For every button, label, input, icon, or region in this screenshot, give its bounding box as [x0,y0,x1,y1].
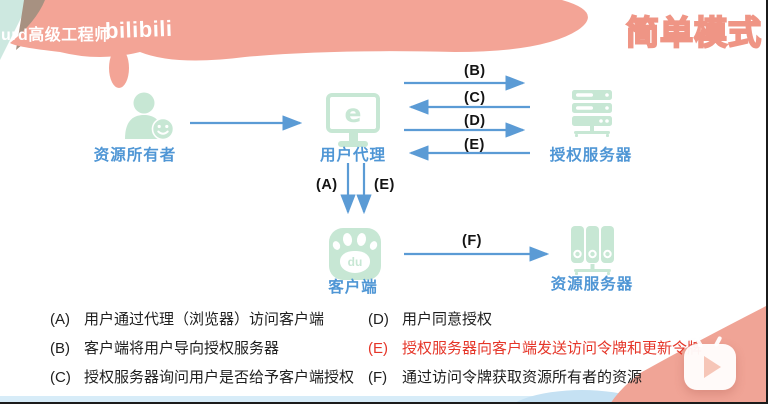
label-user-agent: 用户代理 [319,147,386,164]
label-resource-owner: 资源所有者 [93,147,177,164]
tv-antenna-right [713,335,723,348]
label-client: 客户端 [328,279,378,296]
flow-label-b: (B) [464,63,486,79]
client-paw-icon: du [329,228,381,280]
label-resource-server: 资源服务器 [550,276,634,293]
step-f: (F) 通过访问令牌获取资源所有者的资源 [368,370,702,386]
browser-e-letter: e [344,98,362,128]
step-a-text: 用户通过代理（浏览器）访问客户端 [84,311,325,328]
step-e-tag: (E) [368,340,388,357]
flow-label-a: (A) [316,177,338,193]
flow-label-e2: (E) [374,177,395,193]
monitor-base [338,141,368,147]
flow-label-e: (E) [464,137,485,153]
resource-server-icon [571,226,614,275]
steps-right-column: (D) 用户同意授权 (E) 授权服务器向客户端发送访问令牌和更新令牌 (F) 通过访… [368,312,702,399]
step-c-tag: (C) [50,369,71,386]
auth-server-icon [572,90,612,137]
step-f-text: 通过访问令牌获取资源所有者的资源 [402,369,643,386]
monitor-screen: e [326,93,380,133]
step-a: (A) 用户通过代理（浏览器）访问客户端 [50,312,354,328]
page-title: 简单模式 [625,13,762,52]
flow-label-c: (C) [464,90,486,106]
step-b-tag: (B) [50,340,70,357]
paw-du-letters: du [347,255,363,269]
step-e-highlighted: (E) 授权服务器向客户端发送访问令牌和更新令牌 [368,341,702,357]
pink-droplet [109,48,129,88]
flow-label-d: (D) [464,113,486,129]
play-triangle-icon [704,356,721,378]
step-d: (D) 用户同意授权 [368,312,702,328]
bilibili-logo: bilibili [104,15,173,44]
step-f-tag: (F) [368,369,388,386]
step-d-tag: (D) [368,311,389,328]
flow-label-f: (F) [462,233,483,249]
step-b-text: 客户端将用户导向授权服务器 [84,340,280,357]
steps-left-column: (A) 用户通过代理（浏览器）访问客户端 (B) 客户端将用户导向授权服务器 (C)… [50,312,354,399]
monitor-neck [348,133,358,141]
paw-pad: du [340,251,370,273]
paw-toe [356,232,367,247]
step-c-text: 授权服务器询问用户是否给予客户端授权 [84,369,355,386]
person-icon [125,92,175,141]
step-d-text: 用户同意授权 [402,311,493,328]
step-b: (B) 客户端将用户导向授权服务器 [50,341,354,357]
paw-toe [331,239,342,252]
step-e-text: 授权服务器向客户端发送访问令牌和更新令牌 [402,340,703,357]
step-c: (C) 授权服务器询问用户是否给予客户端授权 [50,370,354,386]
paw-toe [368,239,379,252]
paw-toe [342,232,353,247]
play-button[interactable] [684,335,736,390]
screen-edge-right [766,0,768,404]
tv-antenna-left [694,336,704,349]
label-auth-server: 授权服务器 [549,147,633,164]
channel-name: urd高级工程师 [1,27,111,44]
step-a-tag: (A) [50,311,70,328]
browser-monitor-icon: e [326,93,380,147]
